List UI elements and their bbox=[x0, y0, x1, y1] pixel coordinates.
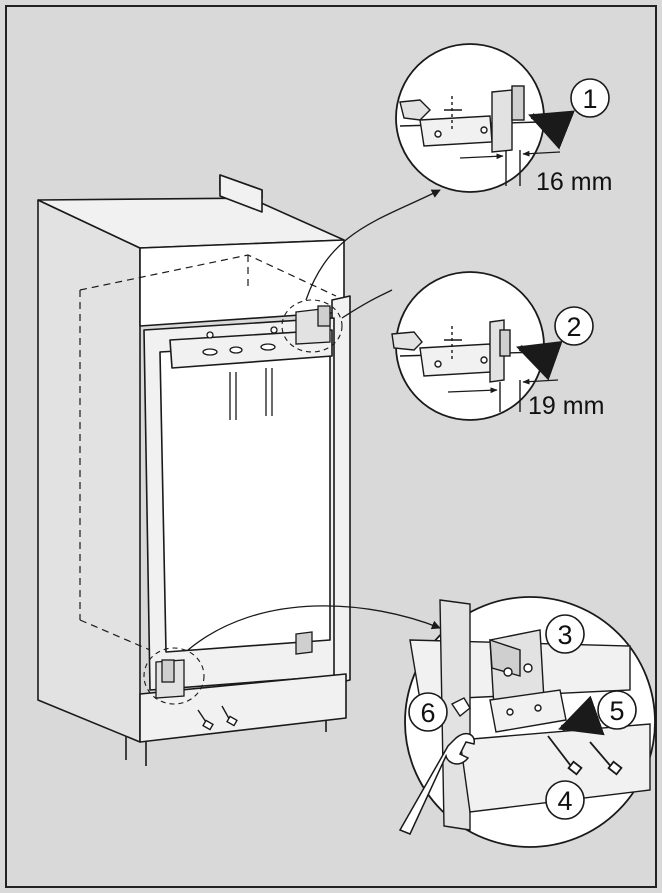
connector-to-detail-3 bbox=[187, 605, 441, 651]
cabinet-side-panel bbox=[37, 199, 141, 743]
callout-circle-4 bbox=[545, 780, 585, 820]
dimension-label-16mm: 16 mm bbox=[536, 168, 612, 196]
callout-number-5: 5 bbox=[609, 696, 624, 726]
callout-circle-1 bbox=[570, 78, 610, 118]
callout-number-4: 4 bbox=[557, 786, 572, 816]
screw-icon bbox=[197, 705, 238, 731]
bottom-hinge-focus-circle bbox=[143, 647, 205, 705]
callout-circle-6 bbox=[408, 692, 448, 732]
arrow-icon bbox=[558, 695, 605, 736]
callout-circle-2 bbox=[554, 306, 594, 346]
detail-circle-3 bbox=[398, 596, 656, 848]
dimension-label-19mm: 19 mm bbox=[528, 392, 604, 420]
callout-number-1: 1 bbox=[582, 84, 597, 114]
cabinet-plinth bbox=[139, 673, 347, 743]
callout-number-3: 3 bbox=[557, 620, 572, 650]
callout-number-2: 2 bbox=[566, 312, 581, 342]
hidden-outline bbox=[79, 254, 337, 651]
connector-to-detail-2 bbox=[341, 289, 393, 319]
detail-circle-2 bbox=[391, 271, 563, 421]
bottom-hinge bbox=[155, 631, 313, 699]
top-mounting-rail bbox=[169, 329, 333, 369]
connector-to-detail-1 bbox=[305, 189, 441, 301]
callout-circle-5 bbox=[597, 690, 637, 730]
connector-arrows bbox=[187, 189, 441, 651]
dimension-16mm bbox=[459, 150, 561, 160]
screw-icon bbox=[547, 735, 623, 776]
cabinet-top-rail bbox=[219, 174, 263, 213]
detail-circle-1 bbox=[395, 43, 575, 193]
callout-circle-3 bbox=[545, 614, 585, 654]
top-hinge bbox=[295, 305, 331, 345]
callout-number-6: 6 bbox=[420, 698, 435, 728]
dimension-19mm bbox=[447, 378, 559, 394]
arrow-icon bbox=[516, 340, 563, 381]
appliance-door bbox=[159, 341, 331, 653]
top-hinge-focus-circle bbox=[281, 299, 343, 353]
cabinet bbox=[37, 174, 351, 766]
diagram-frame bbox=[5, 5, 657, 888]
arrow-icon bbox=[528, 110, 575, 150]
wrench-icon bbox=[398, 733, 475, 835]
top-rail-details bbox=[202, 326, 278, 420]
